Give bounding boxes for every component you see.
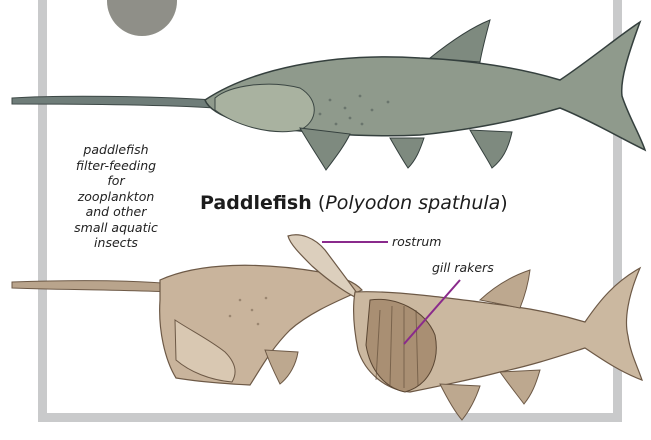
caption-line: and other [58, 204, 174, 220]
feeding-caption: paddlefish filter-feeding for zooplankto… [58, 142, 174, 251]
scientific-name: Polyodon spathula [325, 192, 500, 214]
caption-line: filter-feeding [58, 158, 174, 174]
caption-line: zooplankton [58, 189, 174, 205]
caption-line: insects [58, 235, 174, 251]
common-name: Paddlefish [200, 192, 312, 214]
figure-title: Paddlefish (Polyodon spathula) [200, 192, 508, 214]
feeding-paddlefish-illustration [12, 265, 362, 385]
caption-line: small aquatic [58, 220, 174, 236]
gill-rakers-label: gill rakers [432, 260, 494, 275]
rostrum-label: rostrum [392, 234, 441, 249]
caption-line: paddlefish [58, 142, 174, 158]
close-paren: ) [500, 192, 507, 214]
caption-line: for [58, 173, 174, 189]
